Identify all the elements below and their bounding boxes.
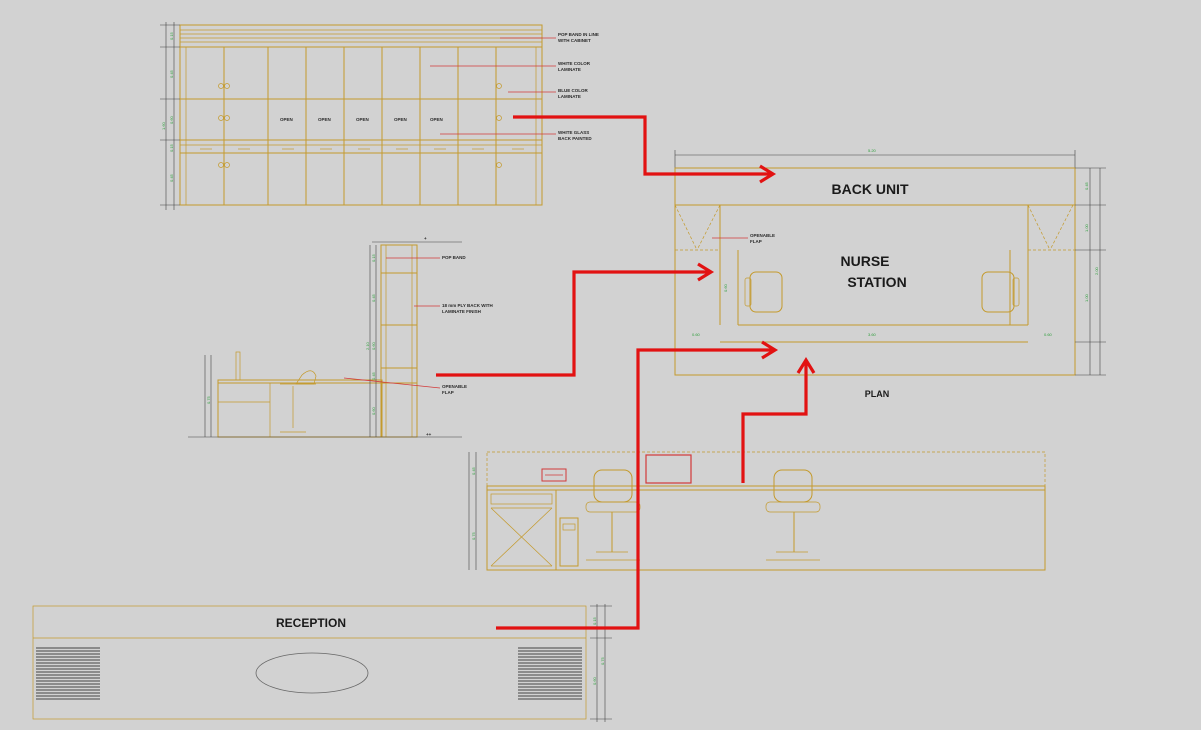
section-dim: 0.75 — [206, 395, 211, 404]
reception-dim: 0.15 — [592, 616, 597, 625]
open-label: OPEN — [280, 117, 293, 122]
cabinet-elevation: OPEN OPEN OPEN OPEN OPEN 0.15 0.45 0.60 … — [160, 22, 599, 210]
arrow-section-to-plan-head — [697, 262, 715, 282]
note-blue-laminate: BLUE COLOR — [558, 88, 588, 93]
note-white-glass: BACK PAINTED — [558, 136, 592, 141]
open-label: OPEN — [394, 117, 407, 122]
section-dim: 0.15 — [371, 253, 376, 262]
label-nurse-station: STATION — [847, 274, 906, 290]
section-dim: 0.60 — [371, 341, 376, 350]
plan-dim: 1.00 — [1084, 293, 1089, 302]
section-view: + ++ 0.15 0.45 0.60 0.45 0.60 0. — [188, 236, 493, 438]
note-openable-flap: FLAP — [750, 239, 762, 244]
cabinet-dim: 1.60 — [161, 121, 166, 130]
note-openable-flap: OPENABLE — [442, 384, 467, 389]
connector-arrows — [436, 115, 816, 630]
plan-dim: 0.60 — [723, 283, 728, 292]
cabinet-dim: 0.60 — [169, 115, 174, 124]
elevation-dim: 0.45 — [471, 466, 476, 475]
note-blue-laminate: LAMINATE — [558, 94, 581, 99]
reception-elevation: RECEPTION 0.15 0.60 0. — [32, 604, 612, 722]
note-ply-back: 18 mm PLY BACK WITH — [442, 303, 493, 308]
section-dim: 0.45 — [371, 371, 376, 380]
open-label: OPEN — [430, 117, 443, 122]
svg-text:+: + — [424, 236, 427, 241]
arrow-reception-to-plan-head — [761, 340, 779, 360]
note-pop-band: WITH CABINET — [558, 38, 591, 43]
note-white-laminate: WHITE COLOR — [558, 61, 591, 66]
arrow-reception-to-plan — [496, 348, 775, 630]
cabinet-dim: 0.45 — [169, 173, 174, 182]
note-pop-band: POP BAND IN LINE — [558, 32, 599, 37]
open-label: OPEN — [356, 117, 369, 122]
cabinet-dim: 0.15 — [169, 31, 174, 40]
cabinet-dim: 0.45 — [169, 69, 174, 78]
label-nurse-station: NURSE — [840, 253, 889, 269]
label-plan: PLAN — [865, 389, 890, 399]
plan-dim: 0.60 — [692, 332, 701, 337]
note-white-laminate: LAMINATE — [558, 67, 581, 72]
plan-dim: 2.00 — [1094, 266, 1099, 275]
reception-dim: 0.75 — [600, 656, 605, 665]
reception-dim: 0.60 — [592, 676, 597, 685]
open-label: OPEN — [318, 117, 331, 122]
cabinet-dim: 0.15 — [169, 143, 174, 152]
note-white-glass: WHITE GLASS — [558, 130, 589, 135]
arrow-section-to-plan — [436, 270, 711, 377]
elevation-dim: 0.75 — [471, 531, 476, 540]
note-openable-flap: FLAP — [442, 390, 454, 395]
arrow-cabinet-to-back-unit-head — [759, 164, 777, 184]
arrow-cabinet-to-back-unit — [513, 115, 773, 176]
arrow-elevation-to-plan-head — [796, 356, 816, 374]
note-openable-flap: OPENABLE — [750, 233, 775, 238]
plan-dim-overall: 5.20 — [868, 148, 877, 153]
section-dim: 2.10 — [365, 341, 370, 350]
plan-dim: 0.60 — [1044, 332, 1053, 337]
front-elevation: 0.75 0.45 — [468, 451, 1046, 571]
svg-text:++: ++ — [426, 432, 432, 437]
section-dim: 0.60 — [371, 406, 376, 415]
note-ply-back: LAMINATE FINISH — [442, 309, 481, 314]
nurse-station-plan: 5.20 BACK UNIT NURSE STATION OPENABLE FL… — [674, 148, 1106, 399]
plan-dim: 0.45 — [1084, 181, 1089, 190]
label-back-unit: BACK UNIT — [832, 181, 909, 197]
label-reception: RECEPTION — [276, 616, 346, 630]
note-pop-band: POP BAND — [442, 255, 466, 260]
plan-dim: 3.60 — [868, 332, 877, 337]
section-dim: 0.45 — [371, 293, 376, 302]
arrow-elevation-to-plan — [741, 360, 808, 483]
plan-dim: 1.00 — [1084, 223, 1089, 232]
